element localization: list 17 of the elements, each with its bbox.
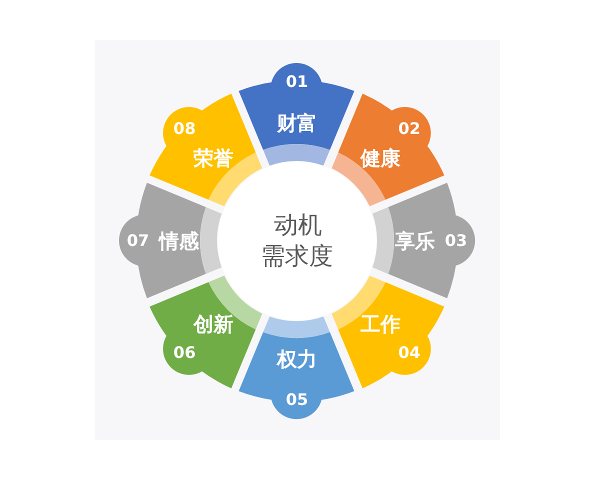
- segment-label: 健康: [360, 148, 400, 168]
- number-label: 04: [398, 345, 421, 362]
- segment-label: 工作: [360, 314, 400, 334]
- number-label: 01: [286, 74, 308, 90]
- segment-label: 财富: [276, 113, 317, 133]
- number-label: 02: [398, 120, 421, 137]
- segment-label: 享乐: [394, 230, 435, 251]
- segment-label: 荣誉: [194, 148, 234, 168]
- segment-label: 权力: [276, 348, 317, 369]
- center-label: 动机需求度: [260, 210, 334, 272]
- number-label: 08: [173, 120, 196, 137]
- number-label: 05: [286, 392, 308, 408]
- number-label: 06: [173, 345, 196, 362]
- number-label: 03: [444, 232, 468, 249]
- segment-label: 情感: [159, 230, 199, 251]
- number-label: 07: [126, 232, 150, 249]
- segment-label: 创新: [194, 314, 234, 334]
